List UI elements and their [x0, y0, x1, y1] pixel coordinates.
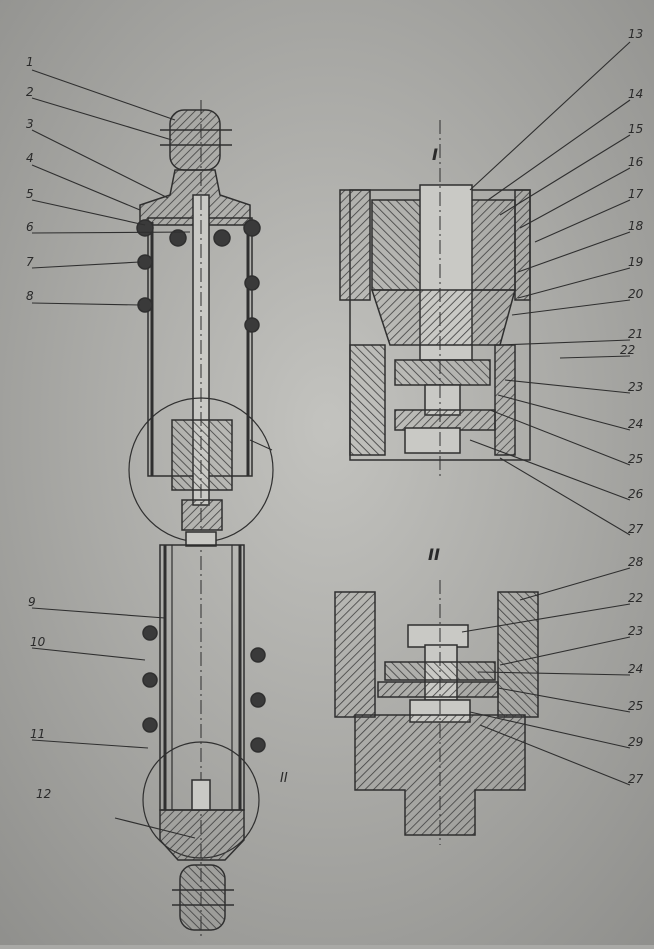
- callout-7: 7: [26, 255, 34, 269]
- detail-I-leaders: [469, 41, 631, 536]
- callout-19: 19: [628, 255, 643, 269]
- callout-6: 6: [26, 220, 34, 234]
- detail-II-title: II: [428, 545, 440, 564]
- callout-17: 17: [628, 187, 644, 201]
- detail-II-callouts: II 28 22 23 24 25 29 27: [428, 545, 644, 786]
- detail-I-callouts: I 13 14 15 16 17 18 19 20 21 22 23 24 25…: [432, 27, 644, 536]
- callout-14: 14: [628, 87, 643, 101]
- piston: [171, 419, 233, 491]
- callout-28: 28: [628, 555, 644, 569]
- bottom-eye: [179, 864, 226, 931]
- callout-13: 13: [628, 27, 643, 41]
- left-leader-lines: [31, 69, 196, 839]
- callout-24b: 24: [628, 662, 643, 676]
- callout-16: 16: [628, 155, 644, 169]
- callout-9: 9: [28, 595, 36, 609]
- callout-26: 26: [628, 487, 644, 501]
- detail-II-leaders: [461, 567, 631, 786]
- callout-27b: 27: [628, 772, 644, 786]
- callout-4: 4: [26, 151, 34, 165]
- callout-3: 3: [26, 117, 34, 131]
- callout-27: 27: [628, 522, 644, 536]
- callout-23: 23: [628, 380, 643, 394]
- callout-2: 2: [26, 85, 34, 99]
- callout-1: 1: [26, 55, 34, 69]
- detail-I-title: I: [432, 145, 438, 164]
- callout-25b: 25: [628, 699, 643, 713]
- left-callouts: 1 2 3 4 5 6 7 8 9 10 11 12 II: [26, 55, 288, 801]
- main-assembly-view: [128, 100, 274, 940]
- main-detail-marker: II: [280, 771, 288, 786]
- callout-18: 18: [628, 219, 644, 233]
- callout-20: 20: [628, 287, 644, 301]
- callout-21: 21: [628, 327, 643, 341]
- detail-I-view: [339, 120, 531, 480]
- top-eye: [169, 109, 221, 171]
- bottom-cap: [159, 809, 245, 861]
- callout-24: 24: [628, 417, 643, 431]
- callout-10: 10: [30, 635, 46, 649]
- callout-11: 11: [30, 727, 45, 741]
- detail-II-view: [334, 580, 539, 845]
- callout-15: 15: [628, 122, 643, 136]
- callout-29: 29: [628, 735, 643, 749]
- callout-22: 22: [620, 343, 635, 357]
- callout-8: 8: [26, 289, 34, 303]
- callout-25: 25: [628, 452, 643, 466]
- callout-23b: 23: [628, 624, 643, 638]
- callout-22b: 22: [628, 591, 643, 605]
- callout-12: 12: [36, 787, 51, 801]
- callout-5: 5: [26, 187, 34, 201]
